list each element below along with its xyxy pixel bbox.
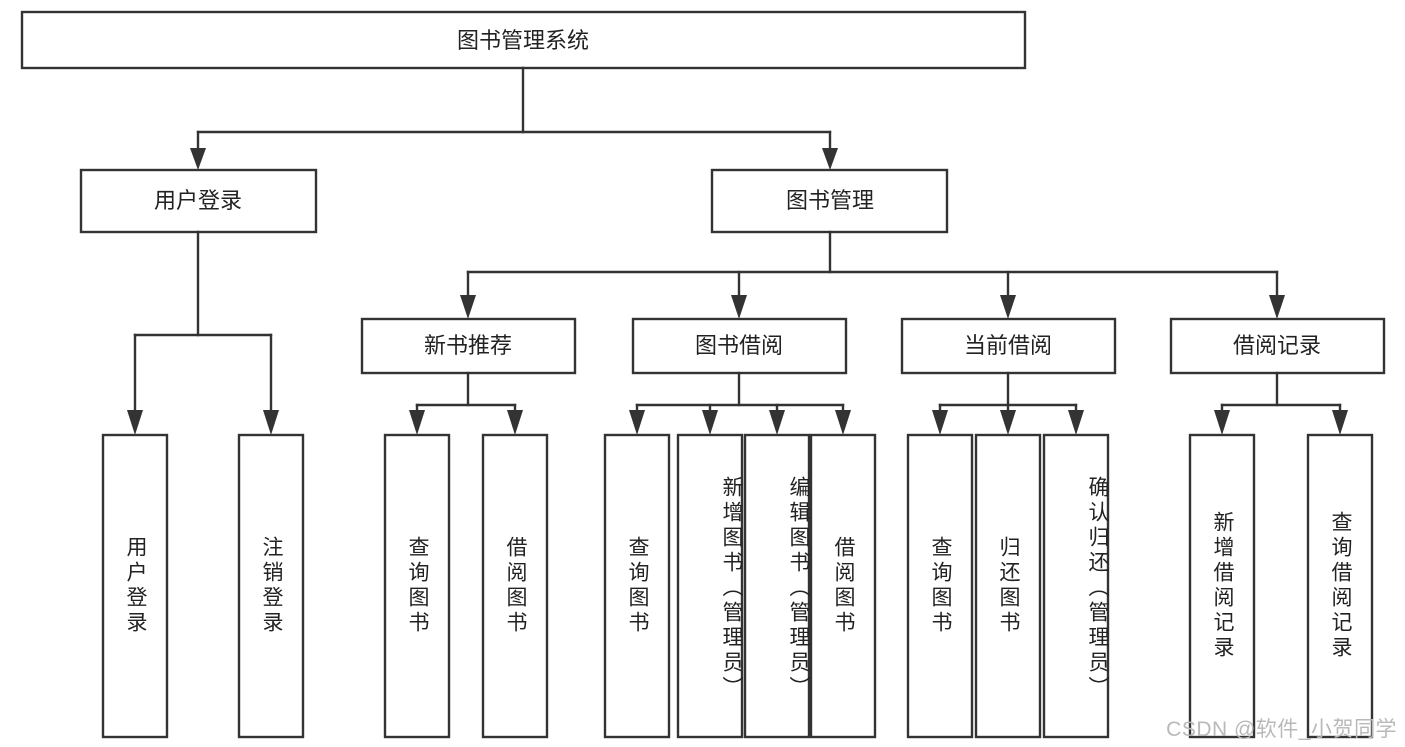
node-current-borrow[interactable]: 当前借阅 [900,317,1117,375]
leaf-current-return-book-box[interactable] [974,433,1042,739]
arrow-head-leaf-borrow-borrow-book [835,410,851,435]
node-book-manage-label: 图书管理 [786,188,874,213]
leaf-current-confirm-return-box[interactable] [1042,433,1110,739]
node-user-login[interactable]: 用户登录 [79,168,318,234]
arrow-head-to-book-manage [822,148,838,170]
arrow-head-leaf-borrow-edit-book [769,410,785,435]
node-current-borrow-label: 当前借阅 [964,333,1052,358]
node-book-borrow-box [631,317,848,375]
leaf-user-login-box[interactable] [101,433,169,739]
arrow-head-leaf-borrow-add-book [702,410,718,435]
leaf-current-query-book-box[interactable] [906,433,974,739]
leaf-borrow-borrow-book-box[interactable] [809,433,877,739]
node-root-box [20,10,1027,70]
arrow-head-to-book-borrow [731,295,747,319]
arrow-head-to-current-borrow [1000,295,1016,319]
leaf-user-logout-box[interactable] [237,433,305,739]
node-borrow-record[interactable]: 借阅记录 [1169,317,1386,375]
node-new-book-rec[interactable]: 新书推荐 [360,317,577,375]
node-book-borrow[interactable]: 图书借阅 [631,317,848,375]
node-book-manage[interactable]: 图书管理 [710,168,949,234]
node-new-book-rec-label: 新书推荐 [424,333,512,358]
arrow-head-leaf-rec-borrow-book [507,410,523,435]
node-book-borrow-label: 图书借阅 [695,333,783,358]
arrow-head-leaf-current-confirm-return [1068,410,1084,435]
leaf-rec-query-book-box[interactable] [383,433,451,739]
node-root-label: 图书管理系统 [457,28,589,53]
node-new-book-rec-box [360,317,577,375]
leaf-record-query-box[interactable] [1306,433,1374,739]
node-current-borrow-box [900,317,1117,375]
leaf-borrow-add-book-box[interactable] [676,433,744,739]
node-user-login-label: 用户登录 [154,188,242,213]
arrow-head-leaf-borrow-query-book [629,410,645,435]
arrow-head-leaf-user-logout [263,410,279,435]
leaf-rec-borrow-book-box[interactable] [481,433,549,739]
arrow-head-leaf-record-query [1332,410,1348,435]
node-borrow-record-box [1169,317,1386,375]
node-book-manage-box [710,168,949,234]
arrow-head-leaf-current-return-book [1000,410,1016,435]
leaf-borrow-query-book-box[interactable] [603,433,671,739]
arrow-head-to-user-login [190,148,206,170]
node-borrow-record-label: 借阅记录 [1233,333,1321,358]
node-root[interactable]: 图书管理系统 [20,10,1027,70]
leaf-borrow-edit-book-box[interactable] [743,433,811,739]
leaf-record-add-box[interactable] [1188,433,1256,739]
arrow-head-leaf-current-query-book [932,410,948,435]
arrow-head-leaf-record-add [1214,410,1230,435]
arrow-head-to-new-book-rec [460,295,476,319]
arrow-head-leaf-rec-query-book [409,410,425,435]
arrow-head-leaf-user-login [127,410,143,435]
arrow-head-to-borrow-record [1269,295,1285,319]
